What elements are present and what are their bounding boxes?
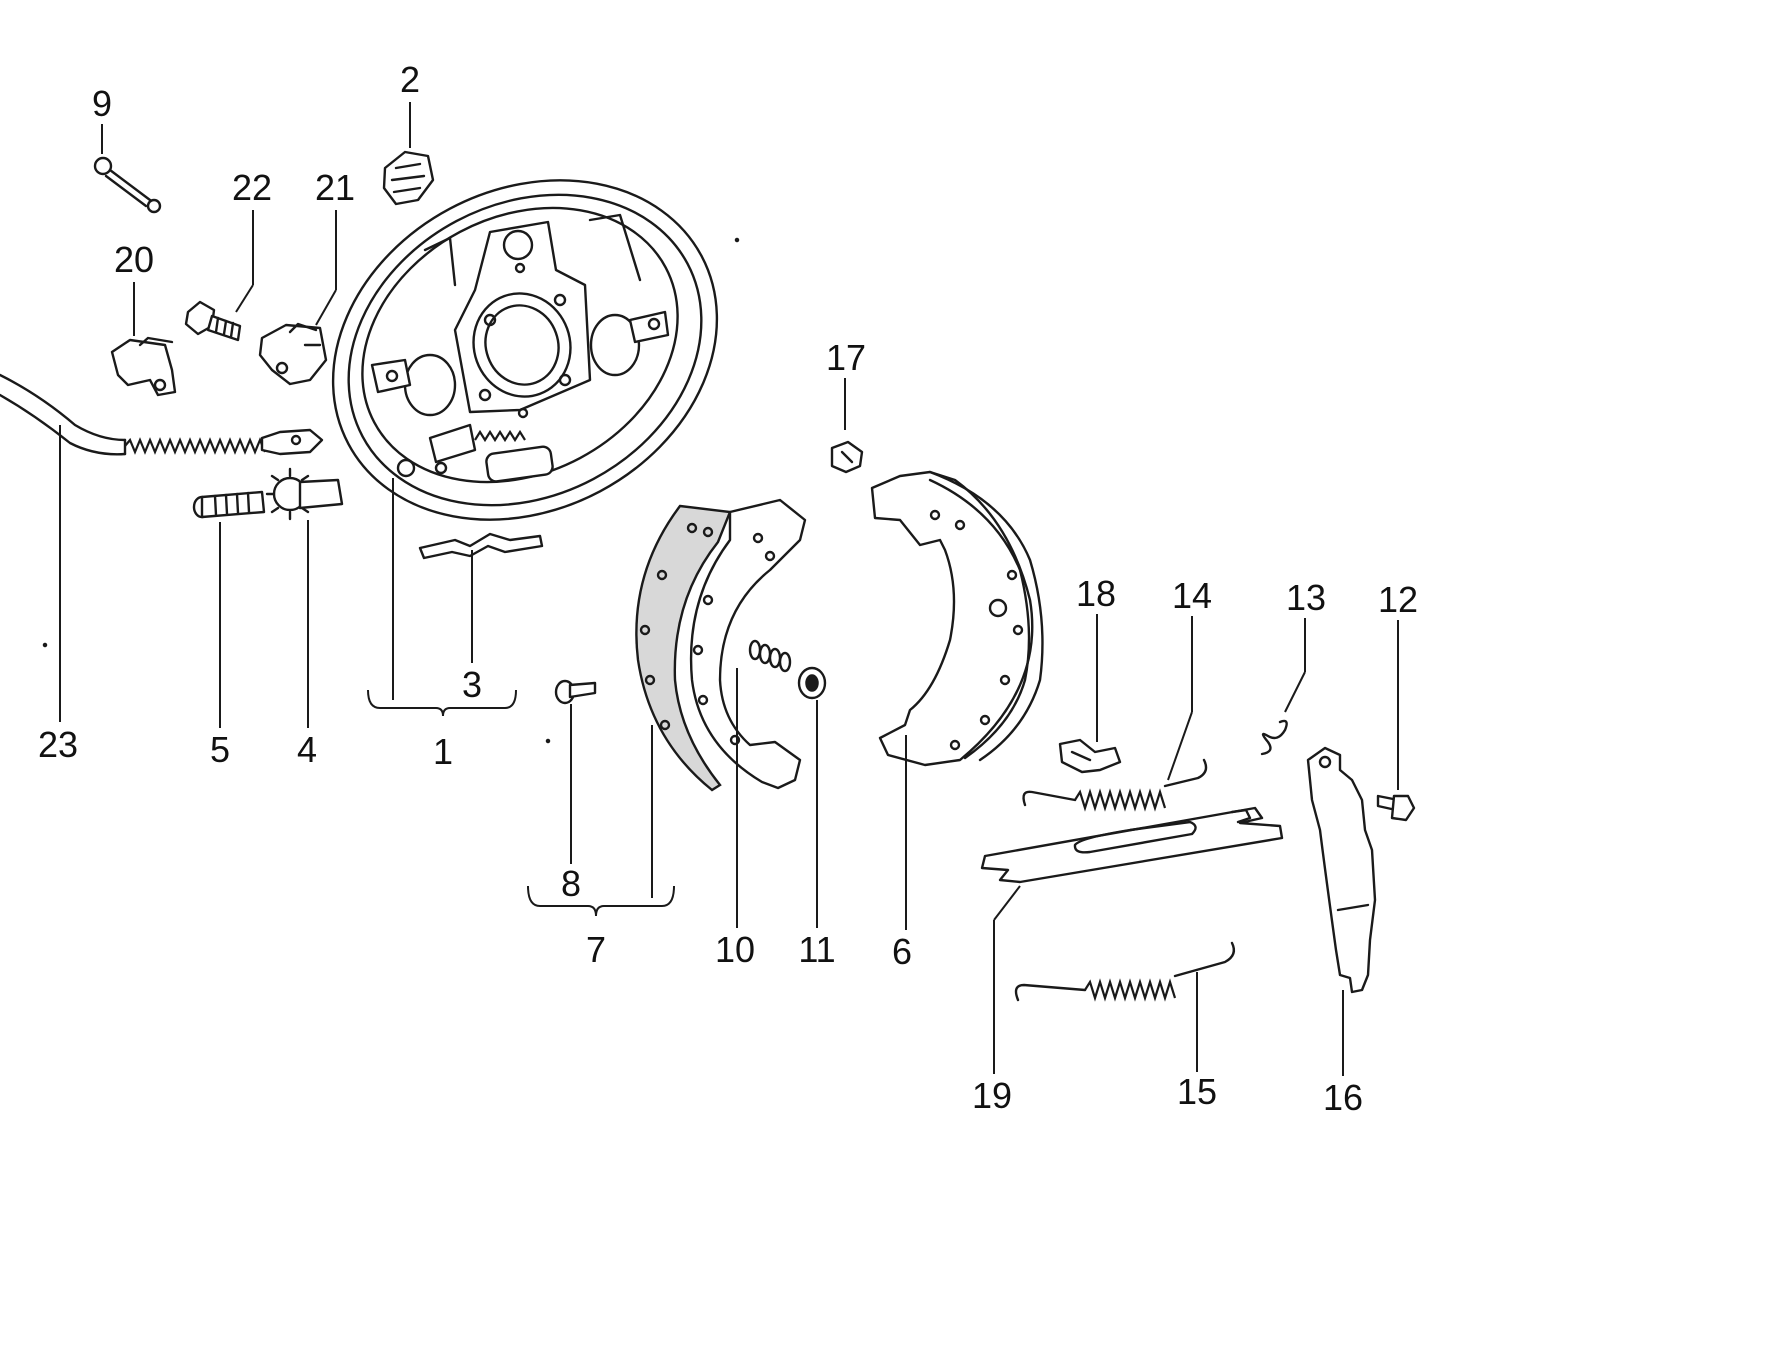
leader-14b (1167, 711, 1193, 781)
cable-part (0, 373, 324, 456)
stray-dot (734, 237, 740, 243)
leader-22b (235, 284, 254, 313)
callout-3: 3 (462, 664, 482, 705)
brake-shoe (870, 470, 1044, 767)
callout-20: 20 (114, 239, 154, 280)
callout-12: 12 (1378, 579, 1418, 620)
backing-plate (331, 179, 719, 521)
callout-13: 13 (1286, 577, 1326, 618)
callout-7: 7 (586, 929, 606, 970)
callout-15: 15 (1177, 1071, 1217, 1112)
callout-23: 23 (38, 724, 78, 765)
callout-10: 10 (715, 929, 755, 970)
bracket-part (258, 322, 328, 386)
retaining-spring-part (748, 639, 792, 673)
u-clip-part (830, 440, 864, 474)
bracket-group-7 (527, 885, 675, 917)
spring-clip-part (1058, 738, 1122, 774)
callout-8: 8 (561, 863, 581, 904)
brake-assembly-diagram: 1 2 3 4 5 6 7 8 9 10 11 12 13 14 15 16 1… (0, 59, 1418, 1118)
callout-17: 17 (826, 337, 866, 378)
small-pin-part (554, 679, 597, 705)
callout-22: 22 (232, 167, 272, 208)
stray-dot (545, 738, 551, 744)
group-brackets (367, 689, 675, 917)
s-hook-part (1260, 719, 1288, 756)
callout-19: 19 (972, 1075, 1012, 1116)
callout-16: 16 (1323, 1077, 1363, 1118)
callout-11: 11 (798, 929, 835, 970)
callout-9: 9 (92, 83, 112, 124)
leader-lines (59, 102, 1399, 1076)
leader-13b (1284, 671, 1306, 713)
clip-part (110, 336, 177, 397)
strut-part (980, 806, 1284, 884)
upper-spring-part (1022, 758, 1208, 812)
lower-spring-part (1014, 941, 1236, 1002)
parking-lever-part (1306, 746, 1377, 994)
brake-shoe-lining (635, 498, 807, 792)
callout-14: 14 (1172, 575, 1212, 616)
leader-19b (993, 885, 1021, 921)
plate-part (418, 532, 544, 560)
cup-part (797, 666, 827, 700)
pin-part (93, 156, 162, 214)
bolt-part (184, 300, 242, 342)
adjuster-nut-part (265, 467, 344, 521)
leader-21b (315, 289, 337, 326)
bracket-group-1 (367, 689, 517, 717)
callout-1: 1 (433, 731, 453, 772)
callout-21: 21 (315, 167, 355, 208)
callout-18: 18 (1076, 573, 1116, 614)
adjusting-screw-part (192, 490, 266, 519)
small-bolt-part (1376, 794, 1416, 822)
callout-2: 2 (400, 59, 420, 100)
callout-4: 4 (297, 729, 317, 770)
stray-dot (42, 642, 48, 648)
callout-6: 6 (892, 931, 912, 972)
cap-part (382, 150, 435, 206)
callout-labels: 1 2 3 4 5 6 7 8 9 10 11 12 13 14 15 16 1… (38, 59, 1418, 1118)
callout-5: 5 (210, 729, 230, 770)
